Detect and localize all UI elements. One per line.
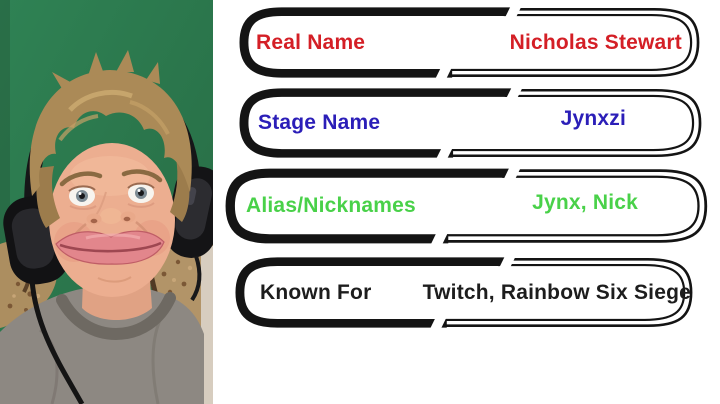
streamer-photo — [0, 0, 213, 404]
field-value: Nicholas Stewart — [509, 30, 682, 54]
pill-outline — [239, 86, 702, 160]
field-value: Jynx, Nick — [532, 190, 638, 214]
field-label: Alias/Nicknames — [246, 194, 416, 217]
info-row-stage-name: Stage Name Jynxzi — [238, 86, 706, 160]
info-row-known-for: Known For Twitch, Rainbow Six Siege — [234, 255, 697, 330]
headphone-cable — [29, 279, 85, 404]
pill-outline — [225, 166, 708, 246]
duck-lips — [55, 230, 165, 265]
facial-features — [55, 169, 165, 283]
messy-hair — [29, 50, 192, 228]
info-row-alias-nicknames: Alias/Nicknames Jynx, Nick — [224, 166, 712, 246]
shirt-collar — [56, 292, 176, 341]
field-label: Stage Name — [258, 111, 381, 134]
field-label: Real Name — [256, 30, 366, 54]
pill-outline — [239, 5, 700, 80]
portrait-illustration — [0, 0, 213, 404]
field-label: Known For — [260, 280, 372, 304]
field-value: Jynxzi — [560, 106, 626, 130]
pill-outline — [235, 255, 693, 330]
field-value: Twitch, Rainbow Six Siege — [422, 280, 691, 304]
info-row-real-name: Real Name Nicholas Stewart — [238, 5, 704, 80]
